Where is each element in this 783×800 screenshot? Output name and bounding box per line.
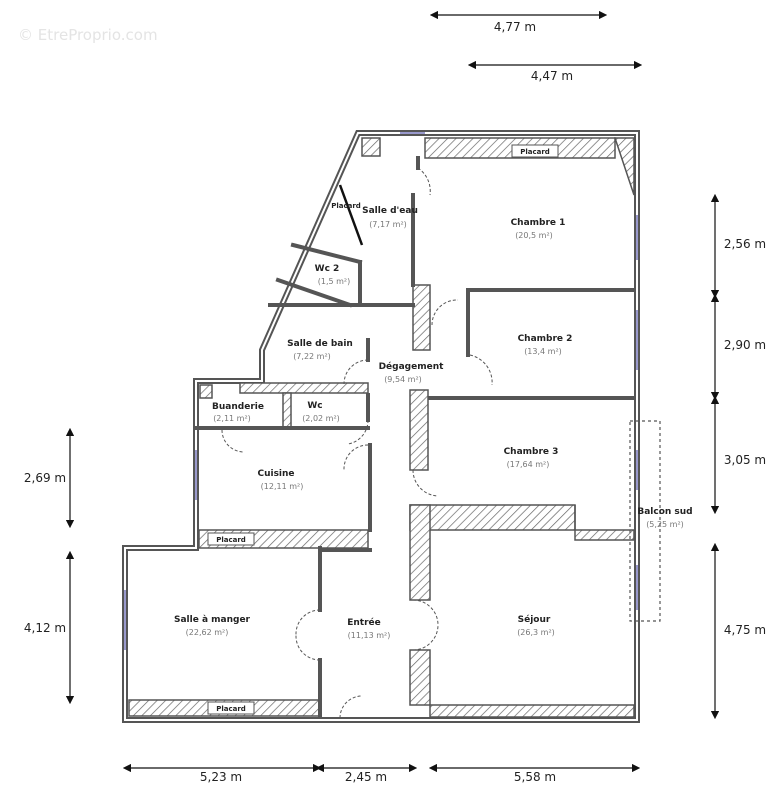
room-area: (17,64 m²) <box>507 460 550 469</box>
room-area: (13,4 m²) <box>524 347 562 356</box>
room-name: Salle d'eau <box>362 206 418 216</box>
dimension-label: 2,69 m <box>24 471 66 485</box>
watermark: © EtreProprio.com <box>18 26 158 44</box>
placard-label: Placard <box>216 536 246 544</box>
room-name: Chambre 1 <box>511 218 566 228</box>
partitions <box>194 156 634 718</box>
room-name: Entrée <box>347 617 381 628</box>
room-area: (9,54 m²) <box>384 375 422 384</box>
room-area: (12,11 m²) <box>261 482 304 491</box>
room-name: Chambre 2 <box>518 334 573 344</box>
dimension-label: 2,45 m <box>345 770 387 784</box>
placard-label: Placard <box>520 148 550 156</box>
placards: Placard Placard Placard Placard <box>207 144 559 715</box>
dimension-label: 2,90 m <box>724 338 766 352</box>
room-name: Dégagement <box>379 361 445 372</box>
room-area: (5,25 m²) <box>646 520 684 529</box>
dimension-label: 4,12 m <box>24 621 66 635</box>
room-name: Salle de bain <box>287 339 353 349</box>
room-area: (11,13 m²) <box>348 631 391 640</box>
placard-label: Placard <box>216 705 246 713</box>
room-area: (2,02 m²) <box>302 414 340 423</box>
doors <box>221 167 661 719</box>
room-name: Buanderie <box>212 402 264 412</box>
dimensions: 4,77 m 4,47 m 2,56 m 2,90 m 3,05 m 4,75 … <box>24 10 766 784</box>
room-area: (26,3 m²) <box>517 628 555 637</box>
room-area: (1,5 m²) <box>318 277 351 286</box>
room-labels: Salle d'eau (7,17 m²) Wc 2 (1,5 m²) Sall… <box>174 206 693 640</box>
dimension-label: 5,58 m <box>514 770 556 784</box>
room-area: (7,17 m²) <box>369 220 407 229</box>
room-name: Wc <box>307 401 322 411</box>
room-area: (2,11 m²) <box>213 414 251 423</box>
room-name: Chambre 3 <box>504 447 559 457</box>
dimension-label: 4,75 m <box>724 623 766 637</box>
dimension-label: 4,47 m <box>531 69 573 83</box>
room-name: Séjour <box>518 614 551 625</box>
balcony-outline <box>629 420 661 622</box>
room-area: (20,5 m²) <box>515 231 553 240</box>
dimension-label: 5,23 m <box>200 770 242 784</box>
room-name: Salle à manger <box>174 615 251 625</box>
dimension-label: 3,05 m <box>724 453 766 467</box>
outer-walls <box>122 130 640 723</box>
room-name: Balcon sud <box>637 507 692 517</box>
placard-label: Placard <box>331 202 361 210</box>
dimension-label: 4,77 m <box>494 20 536 34</box>
room-name: Cuisine <box>257 469 294 479</box>
room-area: (7,22 m²) <box>293 352 331 361</box>
dimension-label: 2,56 m <box>724 237 766 251</box>
room-name: Wc 2 <box>315 264 340 274</box>
room-area: (22,62 m²) <box>186 628 229 637</box>
